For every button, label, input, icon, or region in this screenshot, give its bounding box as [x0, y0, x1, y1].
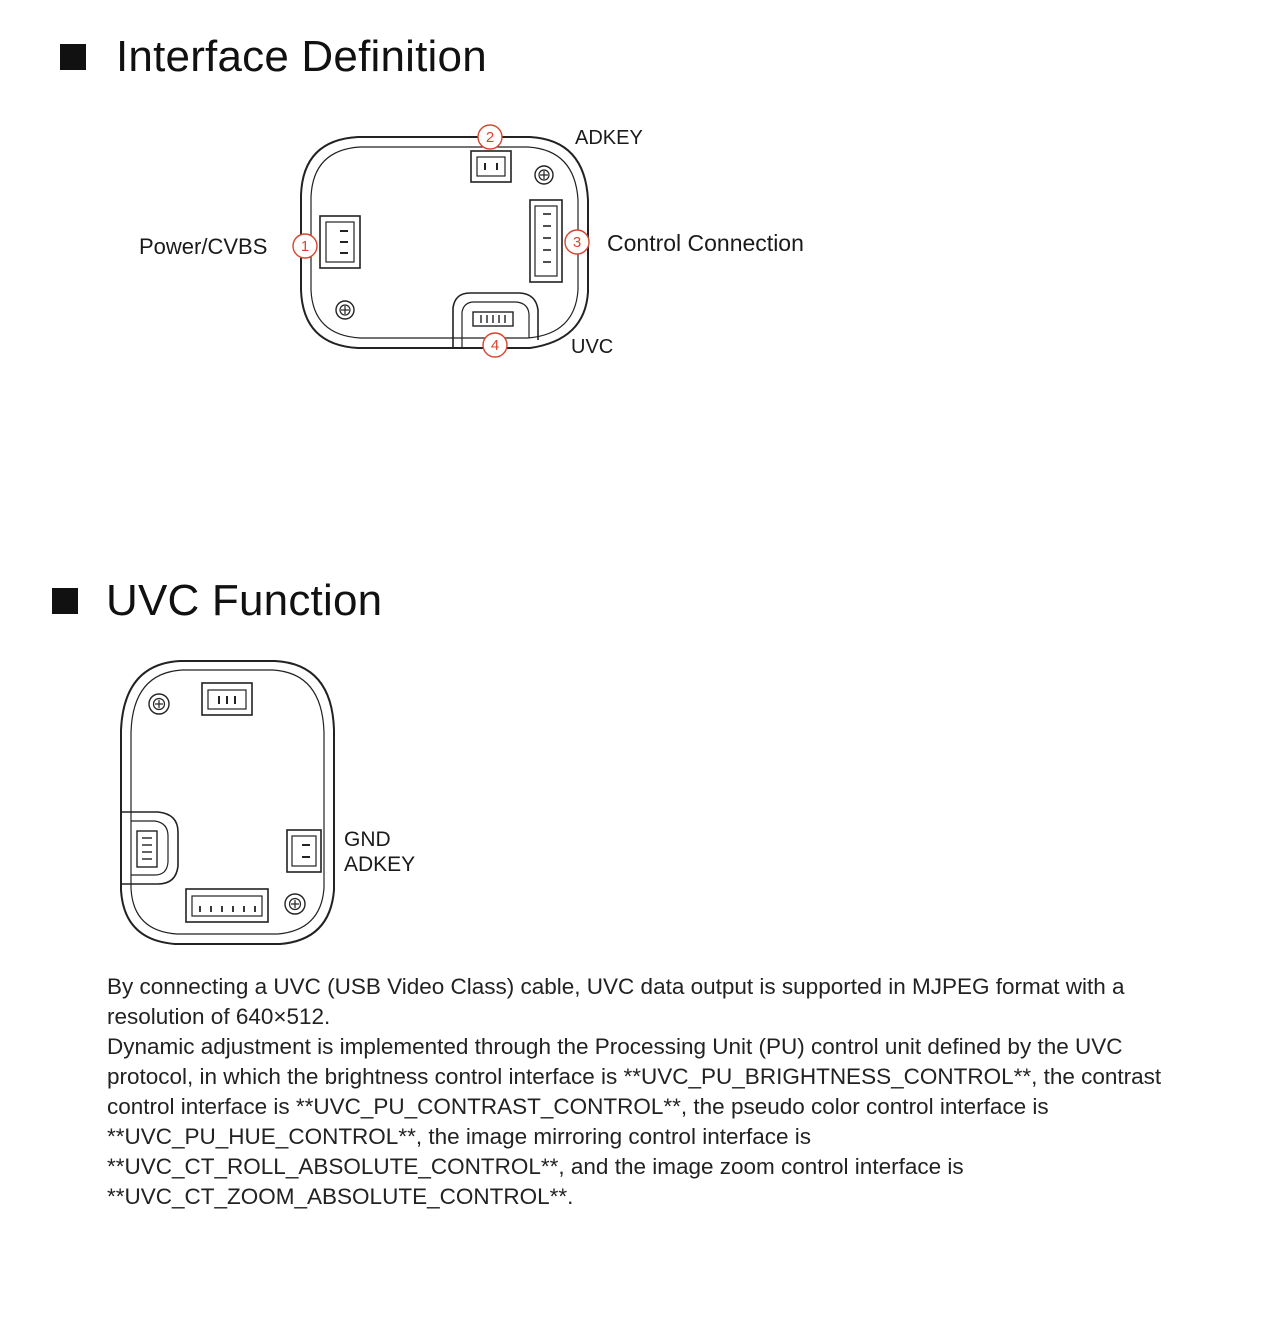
callout-1-circle	[292, 233, 318, 259]
interface-definition-title: Interface Definition	[116, 32, 487, 81]
screw-icon	[534, 165, 554, 185]
bottom-control-connector	[185, 888, 269, 923]
board-inner-outline	[130, 669, 325, 935]
uvc-adkey-label: ADKEY	[344, 853, 415, 876]
callout-2: 2	[486, 129, 494, 146]
adkey-connector	[286, 829, 322, 873]
uvc-function-title: UVC Function	[106, 576, 383, 625]
diagrams: 1 2 3 4 Power/CVBS ADKEY Control Connect…	[120, 124, 804, 945]
board-inner-outline	[310, 146, 579, 339]
uvc-description: By connecting a UVC (USB Video Class) ca…	[107, 972, 1197, 1212]
description-paragraph-1: By connecting a UVC (USB Video Class) ca…	[107, 974, 1125, 1029]
uvc-label: UVC	[571, 336, 613, 358]
interface-board-diagram	[300, 136, 589, 349]
power-cvbs-connector	[319, 215, 361, 269]
callout-4-circle	[482, 332, 508, 358]
control-connection-label: Control Connection	[607, 230, 804, 256]
callouts	[292, 124, 590, 358]
screw-icon	[148, 693, 170, 715]
callout-1: 1	[301, 238, 309, 255]
adkey-connector	[470, 150, 512, 183]
adkey-label: ADKEY	[575, 127, 643, 149]
description-paragraph-2: Dynamic adjustment is implemented throug…	[107, 1034, 1162, 1209]
control-connector	[529, 199, 563, 283]
top-connector	[201, 682, 253, 716]
callout-4: 4	[491, 337, 499, 354]
screw-icon	[284, 893, 306, 915]
screw-icon	[335, 300, 355, 320]
power-cvbs-label: Power/CVBS	[139, 234, 267, 259]
callout-3: 3	[573, 234, 581, 251]
uvc-connector	[452, 292, 539, 348]
board-outline	[300, 136, 589, 349]
heading-bullet-icon	[60, 44, 86, 70]
callout-3-circle	[564, 229, 590, 255]
callout-2-circle	[477, 124, 503, 150]
heading-bullet-icon	[52, 588, 78, 614]
interface-definition-heading: Interface Definition	[60, 32, 487, 82]
gnd-label: GND	[344, 828, 391, 851]
board-outline	[120, 660, 335, 945]
left-uvc-connector	[121, 811, 179, 885]
uvc-function-heading: UVC Function	[52, 576, 382, 626]
uvc-board-diagram	[120, 660, 335, 945]
